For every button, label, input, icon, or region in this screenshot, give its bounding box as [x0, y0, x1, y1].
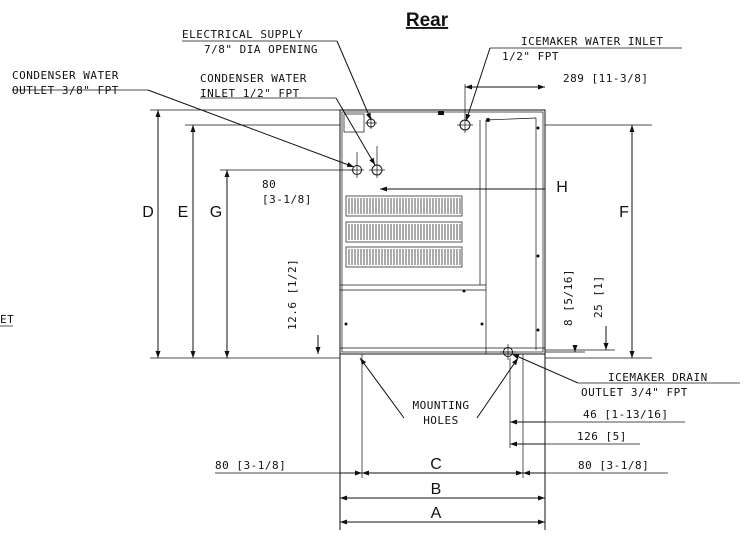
louver-vents [345, 195, 463, 268]
letter-E: E [178, 204, 189, 221]
condenser-outlet-detail: OUTLET 3/8" FPT [12, 84, 119, 97]
electrical-supply-detail: 7/8" DIA OPENING [204, 43, 318, 56]
letter-C: C [430, 456, 442, 473]
dim-12-6-vertical: 12.6 [1/2] [286, 259, 299, 330]
dim-126: 126 [5] [577, 430, 627, 443]
dim-80-right: 80 [3-1/8] [578, 459, 649, 472]
dim-25-vertical: 25 [1] [592, 275, 605, 318]
cabinet-outline [339, 109, 546, 355]
letter-H: H [556, 179, 568, 196]
drain-label: ICEMAKER DRAIN [608, 371, 708, 384]
electrical-supply-label: ELECTRICAL SUPPLY [182, 28, 303, 41]
base-projection [339, 354, 546, 530]
letter-A: A [431, 505, 442, 522]
dim-80-top: 80 [262, 178, 276, 191]
leader-lines [12, 40, 740, 419]
dim-8-vertical: 8 [5/16] [562, 269, 575, 326]
letter-F: F [619, 204, 629, 221]
mounting-holes-label: MOUNTING [413, 399, 470, 412]
drain-detail: OUTLET 3/4" FPT [581, 386, 688, 399]
condenser-inlet-label: CONDENSER WATER [200, 72, 307, 85]
condenser-inlet-detail: INLET 1/2" FPT [200, 87, 300, 100]
icemaker-inlet-label: ICEMAKER WATER INLET [521, 35, 663, 48]
dim-80-left: 80 [3-1/8] [215, 459, 286, 472]
dim-289: 289 [11-3/8] [563, 72, 648, 85]
letter-G: G [210, 204, 222, 221]
condenser-outlet-label: CONDENSER WATER [12, 69, 119, 82]
icemaker-inlet-detail: 1/2" FPT [502, 50, 559, 63]
horizontal-dimensions [215, 84, 685, 525]
cut-off-text: ET [0, 313, 14, 326]
mounting-holes-detail: HOLES [423, 414, 459, 427]
dim-80-top-fraction: [3-1/8] [262, 193, 312, 206]
dim-46: 46 [1-13/16] [583, 408, 668, 421]
letter-D: D [142, 204, 154, 221]
fittings [350, 117, 516, 360]
view-title: Rear [406, 10, 449, 31]
vertical-dimensions [150, 109, 652, 359]
letter-B: B [431, 481, 442, 498]
